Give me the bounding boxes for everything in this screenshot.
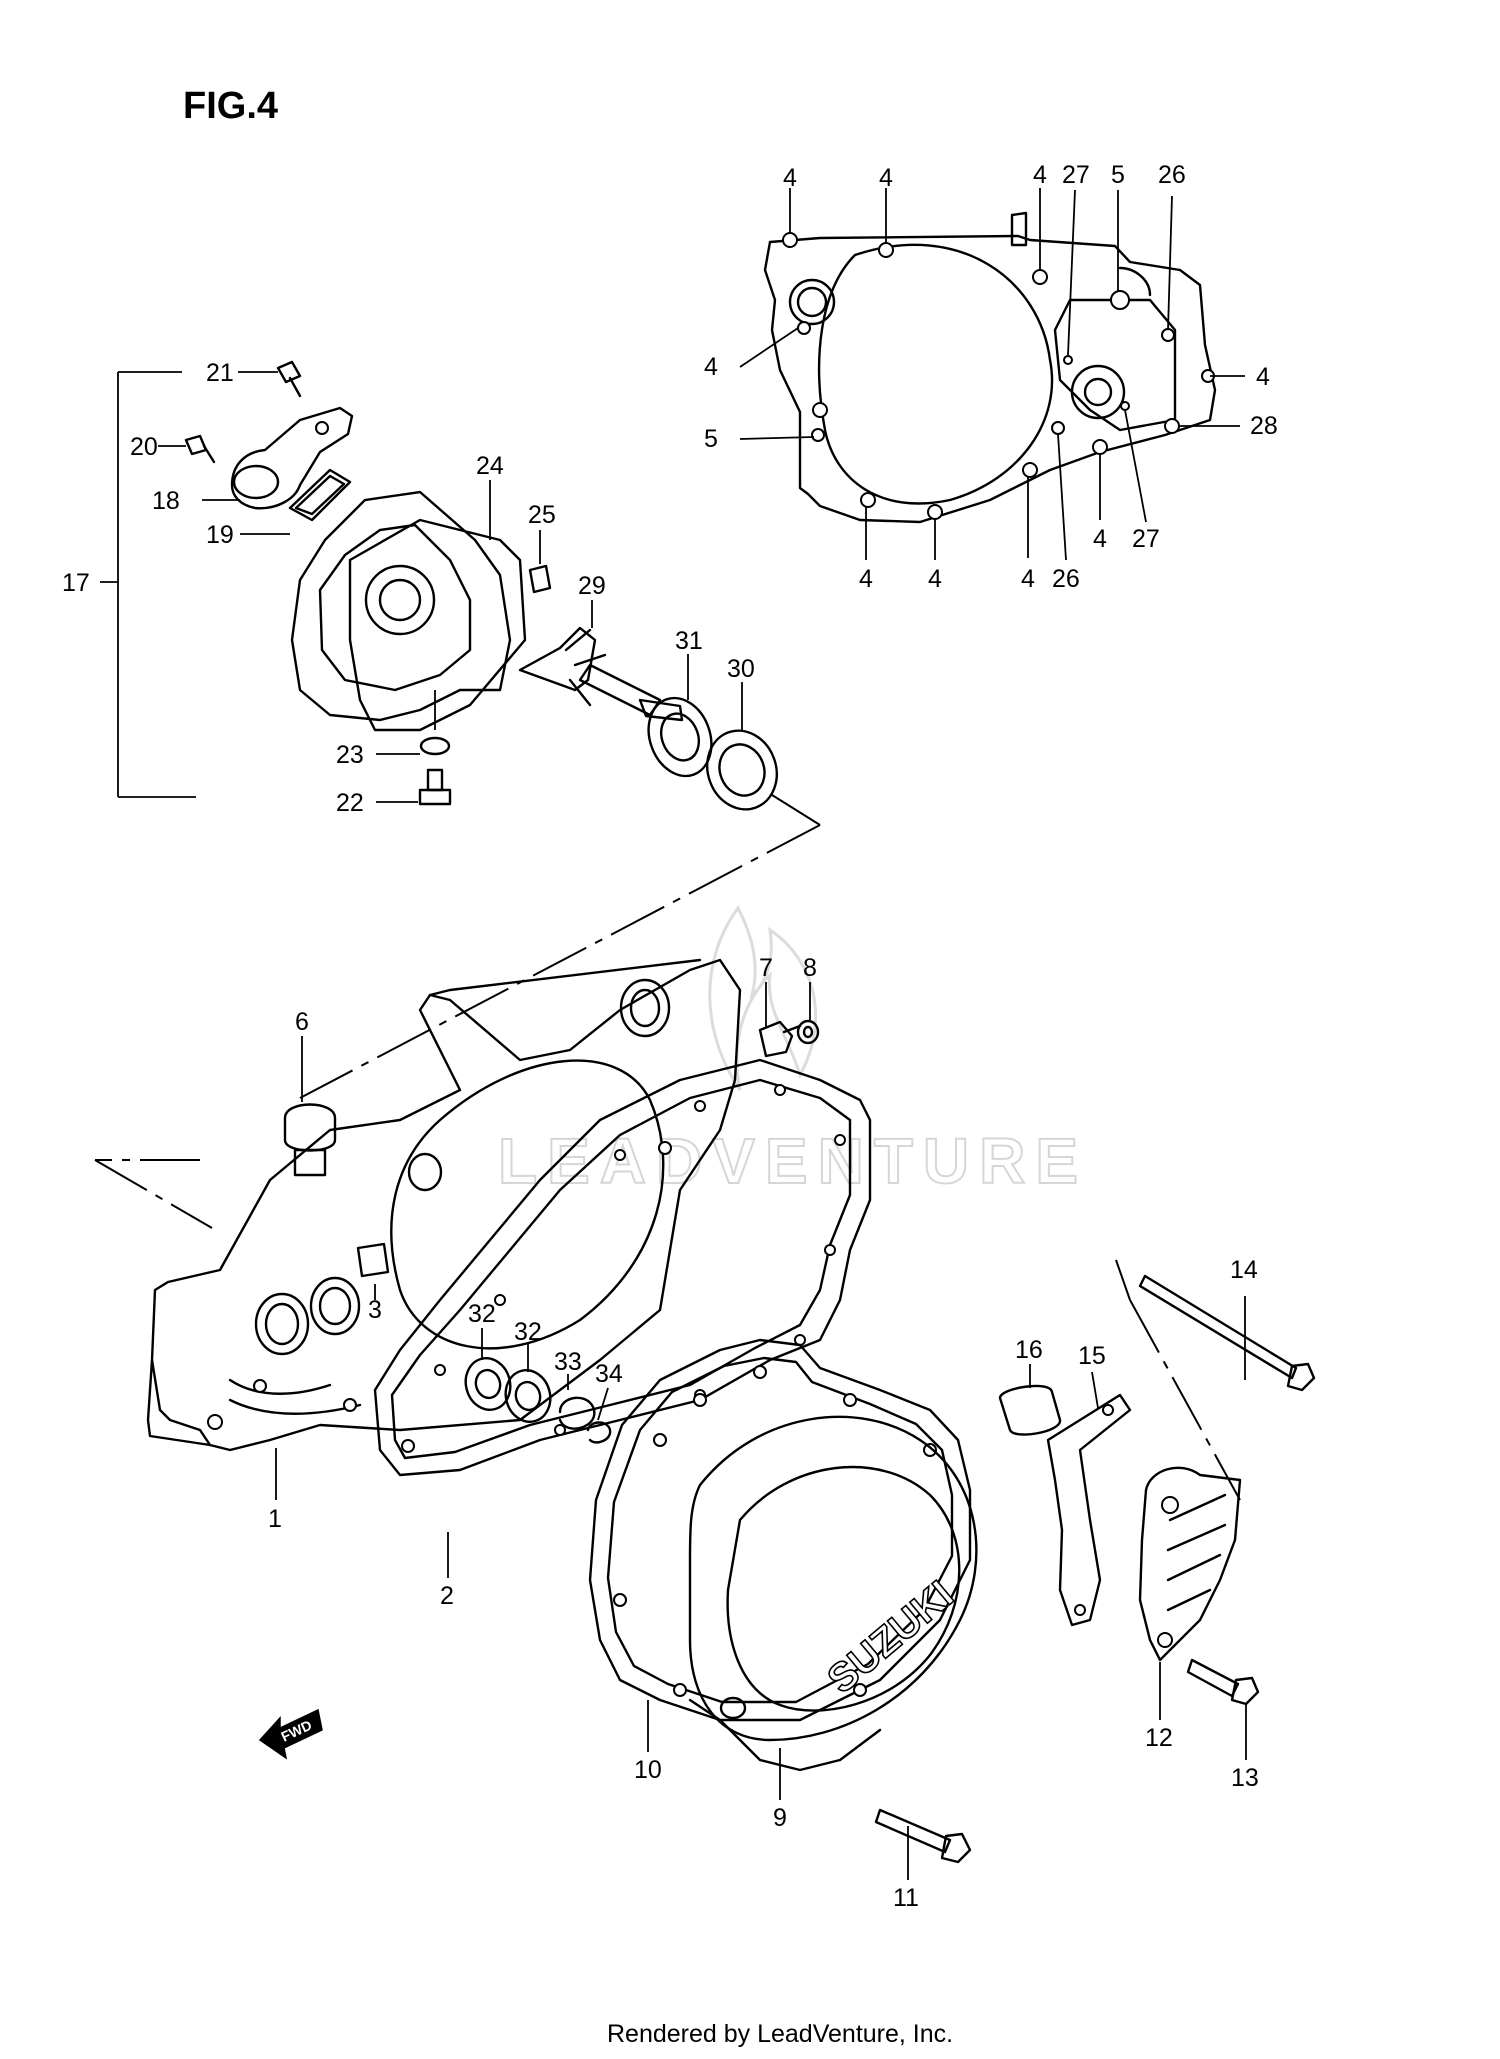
watermark: LEADVENTURE (497, 905, 1088, 1198)
callout-c4d: 4 (704, 353, 718, 381)
shaft-bearings-and-clips (464, 1357, 612, 1444)
callout-c22: 22 (336, 789, 364, 817)
callout-c29: 29 (578, 572, 606, 600)
callout-c30: 30 (727, 655, 755, 683)
crankcase-gasket (373, 1058, 872, 1477)
callout-c23: 23 (336, 741, 364, 769)
callout-c13: 13 (1231, 1764, 1259, 1792)
arrow-left-icon (258, 1708, 323, 1760)
callout-c7: 7 (759, 954, 773, 982)
callout-c16: 16 (1015, 1336, 1043, 1364)
crankcase (146, 958, 820, 1452)
callout-c4f: 4 (859, 565, 873, 593)
leader-lines-top-right (739, 188, 1245, 561)
bolt-11 (874, 1808, 972, 1864)
callout-c27b: 27 (1132, 525, 1160, 553)
callout-c33: 33 (554, 1348, 582, 1376)
callout-c3: 3 (368, 1296, 382, 1324)
callout-c21: 21 (206, 359, 234, 387)
callout-c4g: 4 (928, 565, 942, 593)
callout-c4e: 4 (1256, 363, 1270, 391)
callout-c5b: 5 (704, 425, 718, 453)
callout-c4b: 4 (879, 164, 893, 192)
callout-c10: 10 (634, 1756, 662, 1784)
watermark-text: LEADVENTURE (498, 1125, 1088, 1197)
callout-c32b: 32 (514, 1318, 542, 1346)
water-pump-assembly (100, 360, 778, 811)
callout-c25: 25 (528, 501, 556, 529)
callout-c2: 2 (440, 1582, 454, 1610)
callout-c4c: 4 (1033, 161, 1047, 189)
callout-c6: 6 (295, 1008, 309, 1036)
callout-c26a: 26 (1158, 161, 1186, 189)
leader-lines-pump (158, 371, 743, 803)
callout-c18: 18 (152, 487, 180, 515)
callout-c1: 1 (268, 1505, 282, 1533)
reference-lines (94, 794, 1241, 1501)
callout-c28: 28 (1250, 412, 1278, 440)
leader-lines-lower (275, 982, 1247, 1880)
sprocket-guard-parts (998, 1274, 1316, 1706)
callout-c20: 20 (130, 433, 158, 461)
forward-direction-marker: FWD (258, 1708, 323, 1760)
callout-c32a: 32 (468, 1300, 496, 1328)
callout-c8: 8 (803, 954, 817, 982)
callout-c24: 24 (476, 452, 504, 480)
callout-c4a: 4 (783, 164, 797, 192)
callout-c9: 9 (773, 1804, 787, 1832)
callout-c17: 17 (62, 569, 90, 597)
crankcase-cover-inner-view (763, 211, 1217, 524)
callout-c15: 15 (1078, 1342, 1106, 1370)
callout-c12: 12 (1145, 1724, 1173, 1752)
callout-c5a: 5 (1111, 161, 1125, 189)
callout-c31: 31 (675, 627, 703, 655)
callout-labels: 4 4 4 27 5 26 4 4 5 28 4 4 4 26 4 27 21 … (62, 161, 1278, 1912)
flame-logo-icon (708, 905, 818, 1091)
callout-c19: 19 (206, 521, 234, 549)
callout-c27a: 27 (1062, 161, 1090, 189)
footer-credit: Rendered by LeadVenture, Inc. (607, 2020, 953, 2048)
callout-c14: 14 (1230, 1256, 1258, 1284)
callout-c4i: 4 (1093, 525, 1107, 553)
callout-c26b: 26 (1052, 565, 1080, 593)
callout-c34: 34 (595, 1360, 623, 1388)
figure-title: FIG.4 (183, 85, 278, 127)
callout-c11: 11 (893, 1884, 919, 1912)
callout-c4h: 4 (1021, 565, 1035, 593)
